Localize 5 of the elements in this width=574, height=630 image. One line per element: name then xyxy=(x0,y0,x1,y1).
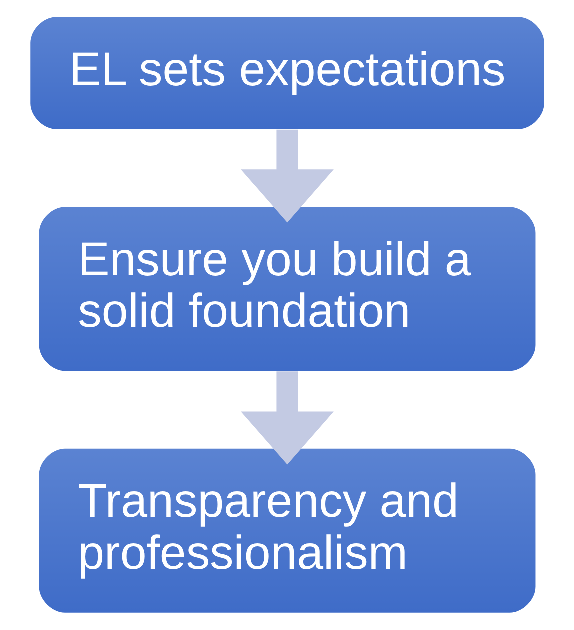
node-box: Ensure you build a solid foundation xyxy=(38,207,536,372)
node-box: EL sets expectations xyxy=(30,17,544,130)
arrow xyxy=(240,372,334,465)
node-box: Transparency and professionalism xyxy=(38,448,536,613)
arrow xyxy=(240,130,334,223)
